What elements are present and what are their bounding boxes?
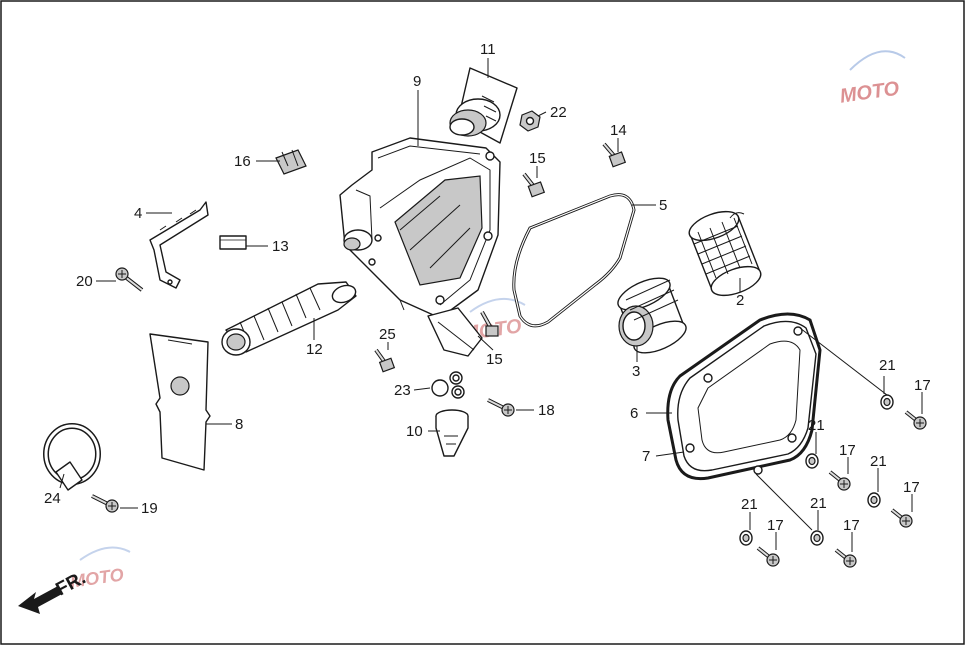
callout-label: 21 (808, 417, 825, 434)
callout-label: 14 (610, 122, 627, 139)
callout-label: 18 (538, 402, 555, 419)
front-arrow-icon (18, 586, 62, 614)
callout-label: 21 (870, 453, 887, 470)
part-bolt-14 (602, 142, 627, 168)
part-clip (275, 149, 307, 175)
callout-label: 21 (810, 495, 827, 512)
callout-label: 7 (642, 448, 650, 465)
part-screw-19 (91, 494, 119, 513)
part-bolt-25 (374, 348, 396, 373)
callout-label: 20 (76, 273, 93, 290)
part-round-filter (617, 277, 687, 354)
part-screw-17 (834, 548, 857, 568)
part-nut (519, 110, 541, 132)
part-screw-17 (756, 546, 780, 567)
part-intake-snorkel (449, 67, 518, 144)
callout-label: 15 (486, 351, 503, 368)
part-screw-17 (904, 410, 927, 430)
part-mount-plate (427, 307, 499, 357)
part-air-box-housing (339, 137, 501, 319)
callout-label: 21 (879, 357, 896, 374)
callout-labels: 11 22 9 14 16 15 5 4 13 2 20 12 25 15 3 … (44, 41, 931, 534)
callout-label: 17 (767, 517, 784, 534)
part-screw-17 (890, 508, 913, 528)
part-washer (880, 394, 894, 410)
part-washer (739, 530, 753, 546)
callout-label: 3 (632, 363, 640, 380)
part-bracket (149, 201, 209, 289)
callout-label: 17 (839, 442, 856, 459)
part-drain-plug (435, 409, 469, 457)
part-washer (810, 530, 824, 546)
callout-label: 15 (529, 150, 546, 167)
part-cylinder-filter (688, 210, 762, 297)
callout-label: 17 (843, 517, 860, 534)
callout-label: 9 (413, 73, 421, 90)
callout-label: 17 (903, 479, 920, 496)
callout-label: 13 (272, 238, 289, 255)
part-cover-plate (149, 333, 211, 471)
part-bolt-15 (522, 172, 546, 198)
callout-label: 8 (235, 416, 243, 433)
callout-label: 2 (736, 292, 744, 309)
part-washer (805, 453, 819, 469)
callout-label: 24 (44, 490, 61, 507)
part-screw-17 (828, 470, 851, 491)
part-label-sticker (219, 235, 247, 250)
callout-label: 4 (134, 205, 142, 222)
callout-label: 25 (379, 326, 396, 343)
callout-label: 22 (550, 104, 567, 121)
callout-label: 10 (406, 423, 423, 440)
callout-label: 21 (741, 496, 758, 513)
callout-label: 5 (659, 197, 667, 214)
part-washer (867, 492, 881, 508)
callout-label: 23 (394, 382, 411, 399)
part-air-box-cover (666, 312, 822, 481)
part-screw-18 (487, 398, 515, 417)
callout-label: 17 (914, 377, 931, 394)
leader-lines (59, 58, 923, 552)
callout-label: 16 (234, 153, 251, 170)
callout-label: 12 (306, 341, 323, 358)
callout-label: 6 (630, 405, 638, 422)
part-gasket (512, 193, 636, 328)
callout-label: 11 (480, 41, 496, 58)
part-o-rings (431, 371, 465, 399)
part-hose-clamp (43, 423, 101, 491)
part-screw-20 (115, 267, 144, 292)
callout-label: 19 (141, 500, 158, 517)
part-intake-duct (221, 281, 357, 356)
